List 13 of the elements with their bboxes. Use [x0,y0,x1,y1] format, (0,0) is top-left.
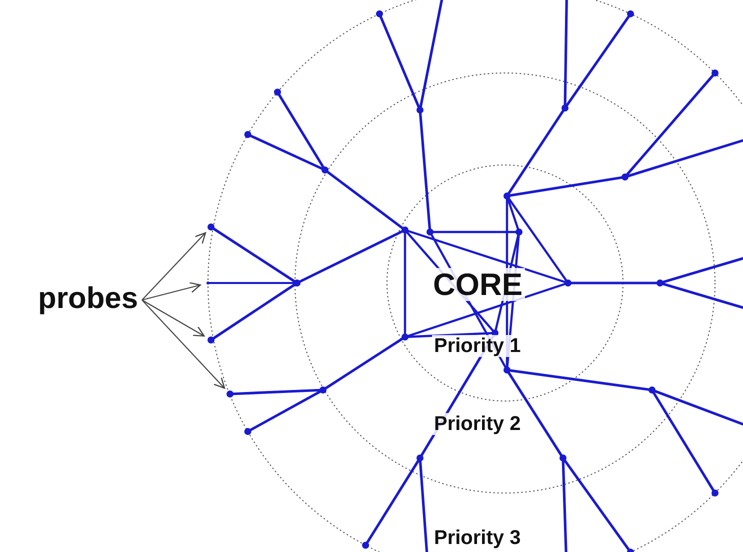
leader-arrow [142,300,205,337]
ring-label: Priority 3 [432,527,523,549]
ring-label: Priority 2 [432,413,523,435]
probe-dot [208,336,214,344]
probes-label: probes [38,284,138,314]
leader-arrow [142,282,201,301]
core-label: CORE [431,268,525,301]
leader-arrow [142,300,226,389]
leader-arrow [142,232,206,300]
ring-label: Priority 1 [432,335,523,357]
probe-dot [206,282,210,284]
probe-dot [208,224,214,230]
probe-dot [226,390,234,398]
